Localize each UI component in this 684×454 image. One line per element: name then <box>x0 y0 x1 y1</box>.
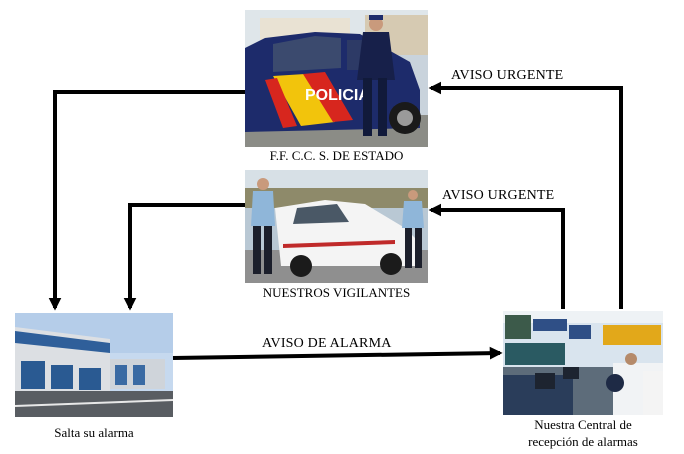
arrow-building-to-central <box>172 346 503 360</box>
monitoring-center-photo <box>503 311 663 415</box>
police-car-photo: POLICIA <box>245 10 428 147</box>
security-guards-photo <box>245 170 428 283</box>
central-caption-line2: recepción de alarmas <box>528 434 638 449</box>
urgent-notice-police-label: AVISO URGENTE <box>451 68 564 83</box>
central-caption-line1: Nuestra Central de <box>534 417 632 432</box>
central-caption: Nuestra Central de recepción de alarmas <box>488 416 678 450</box>
arrow-central-to-guards <box>428 203 565 309</box>
arrow-police-to-building <box>48 90 245 311</box>
police-caption: F.F. C.C. S. DE ESTADO <box>269 148 404 163</box>
guards-caption: NUESTROS VIGILANTES <box>262 285 411 300</box>
building-caption: Salta su alarma <box>54 425 134 440</box>
alarm-notice-label: AVISO DE ALARMA <box>262 336 392 351</box>
industrial-building-photo <box>15 313 173 417</box>
police-car-text: POLICIA <box>305 87 370 104</box>
arrow-guards-to-building <box>123 203 245 311</box>
urgent-notice-guards-label: AVISO URGENTE <box>442 188 555 203</box>
